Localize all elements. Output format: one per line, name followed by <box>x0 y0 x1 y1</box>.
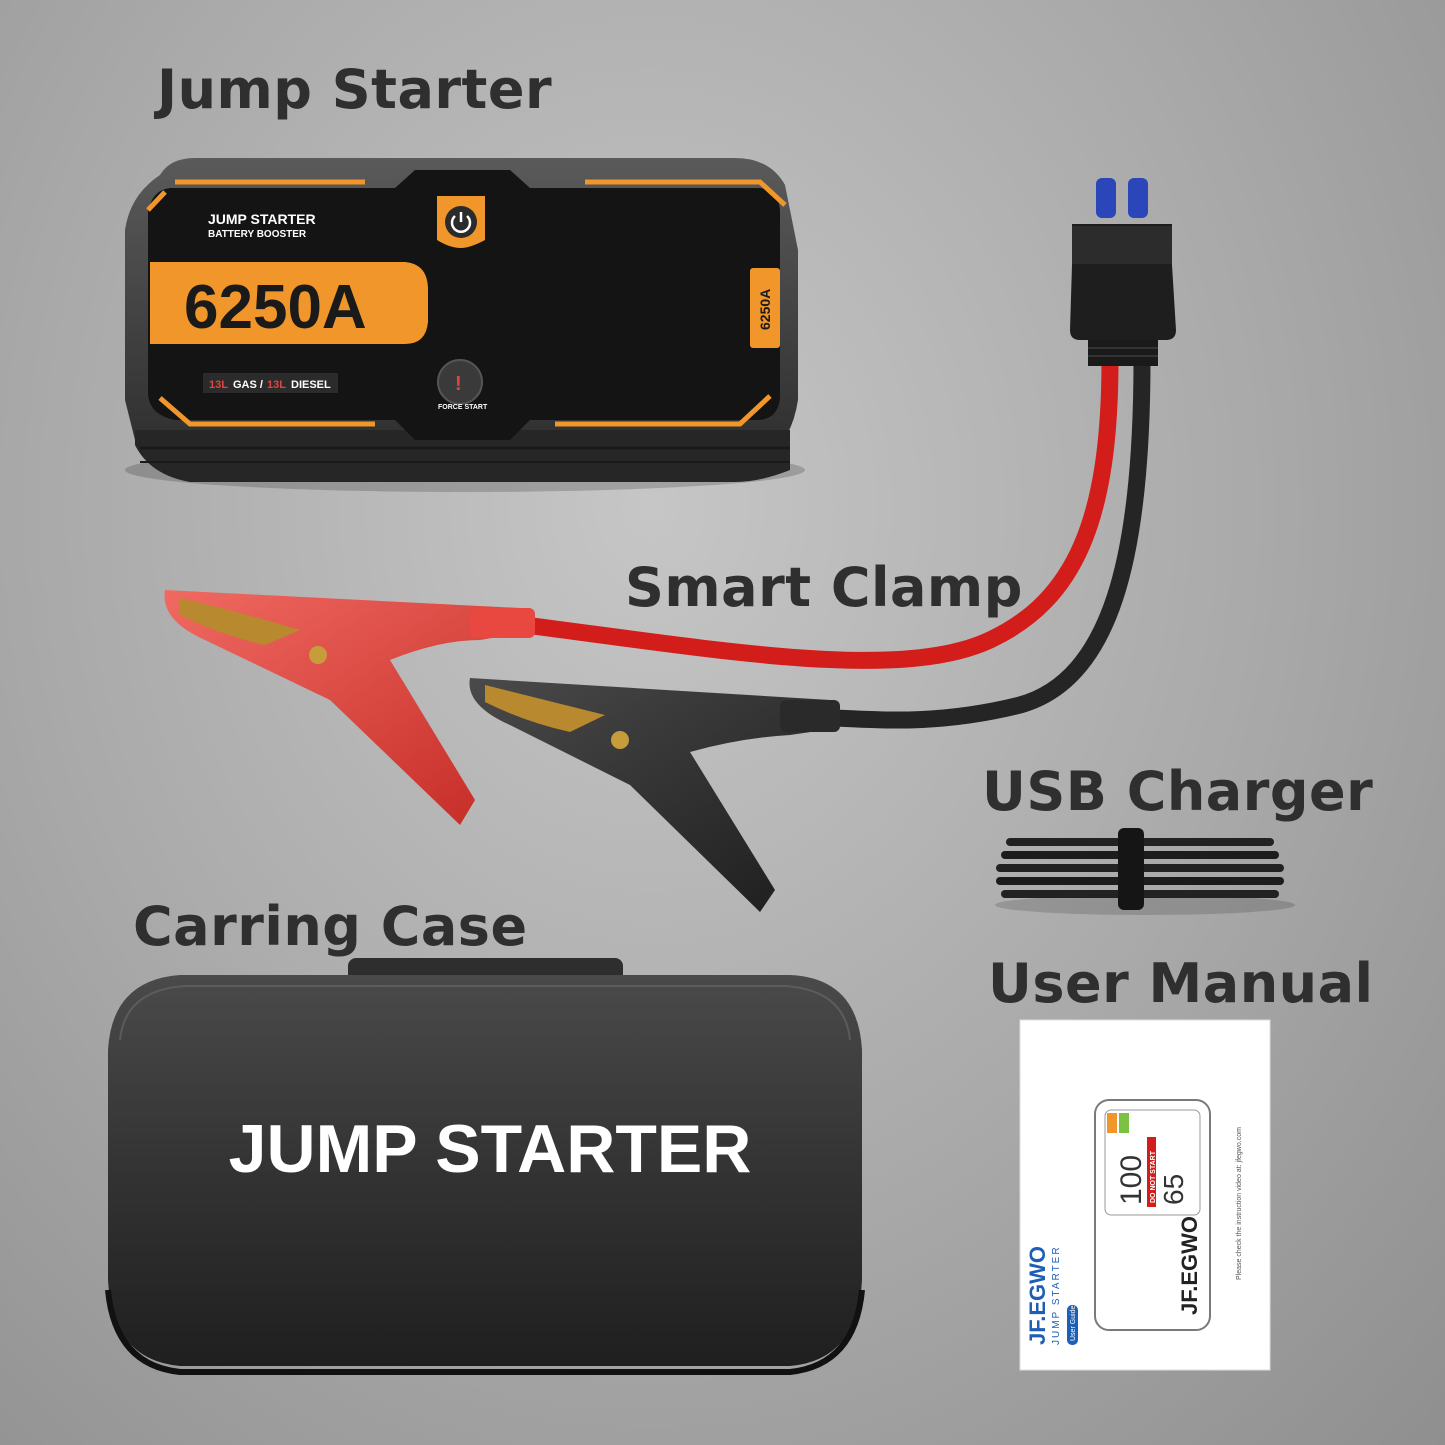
manual-side-note: Please check the instruction video at: j… <box>1236 1127 1243 1280</box>
manual-device-brand: JF.EGWO <box>1177 1216 1202 1315</box>
svg-text:DO NOT START: DO NOT START <box>1150 1150 1157 1203</box>
warning-icon: ! <box>455 373 462 395</box>
user-manual: 100 65 DO NOT START JF.EGWO JF.EGWO JUMP… <box>1019 1019 1271 1371</box>
carrying-case: JUMP STARTER <box>105 958 865 1375</box>
black-clamp <box>469 678 840 912</box>
side-rating-tab <box>750 268 780 348</box>
side-rating-text: 6250A <box>757 289 773 330</box>
jump-starter-device: 6250A JUMP STARTER BATTERY BOOSTER 6250A… <box>125 158 805 492</box>
svg-text:13L: 13L <box>267 379 286 391</box>
device-title: JUMP STARTER <box>208 211 316 227</box>
red-clamp <box>164 590 535 825</box>
svg-text:User Guide: User Guide <box>1070 1305 1077 1341</box>
manual-display-percent: 100 <box>1115 1155 1148 1205</box>
red-cable <box>516 351 1119 669</box>
manual-display-watts: 65 <box>1158 1174 1189 1205</box>
rating-banner <box>150 262 428 344</box>
power-icon <box>450 212 472 233</box>
svg-text:DIESEL: DIESEL <box>291 379 331 391</box>
label-usb-charger: USB Charger <box>982 760 1374 823</box>
svg-text:13L: 13L <box>209 379 228 391</box>
manual-brand: JF.EGWO <box>1025 1246 1050 1345</box>
power-button[interactable] <box>437 196 485 248</box>
label-jump-starter: Jump Starter <box>157 58 553 121</box>
rating-text: 6250A <box>184 273 367 342</box>
case-text: JUMP STARTER <box>229 1111 752 1187</box>
force-start-button[interactable]: ! FORCE START <box>437 359 488 411</box>
engine-badge <box>203 373 338 393</box>
ec5-connector <box>1070 178 1176 366</box>
label-smart-clamp: Smart Clamp <box>625 556 1023 619</box>
black-cable <box>826 351 1151 729</box>
device-subtitle: BATTERY BOOSTER <box>208 229 307 240</box>
usb-charger-cable <box>995 828 1295 915</box>
svg-text:GAS /: GAS / <box>233 379 263 391</box>
smart-clamp <box>164 178 1176 912</box>
manual-subtitle: JUMP STARTER <box>1051 1245 1062 1345</box>
label-carrying-case: Carring Case <box>133 895 528 958</box>
force-start-label: FORCE START <box>438 404 488 411</box>
label-user-manual: User Manual <box>988 952 1374 1015</box>
